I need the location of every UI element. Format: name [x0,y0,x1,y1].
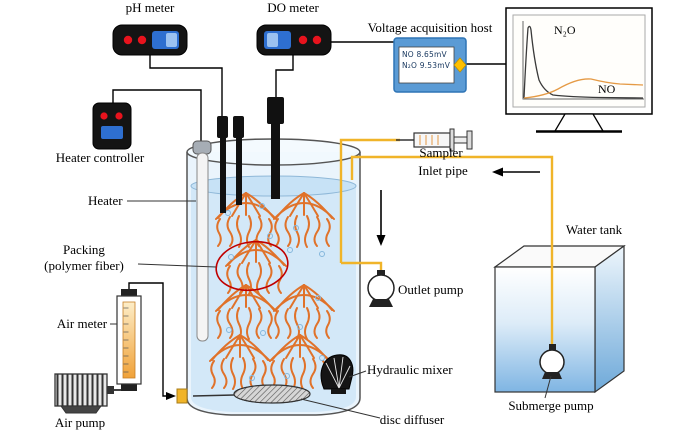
voltage-host-device [393,37,467,93]
heater-label: Heater [88,193,123,208]
heater-rod [192,140,212,342]
do-electrode [267,97,284,199]
sampler-syringe [396,128,473,152]
disc-diffuser [192,384,311,404]
host-no-reading: NO 8.65mV [402,50,447,59]
flow-arrows [166,167,540,400]
packing-label-line1: Packing [63,242,105,257]
chart-axes [522,21,644,100]
inlet-valve [176,388,188,404]
air-meter-label: Air meter [56,316,108,331]
inlet-pipe-label: Inlet pipe [418,163,468,178]
air-pump-label: Air pump [54,415,106,430]
heater-controller-label: Heater controller [55,150,145,165]
chart-no-label: NO [598,82,616,96]
packing-label-line2: (polymer fiber) [44,258,124,273]
air-meter [116,289,142,391]
do-meter-label: DO meter [267,0,319,15]
heater-controller-indicator-light [115,112,123,120]
signal-wires [112,41,506,145]
heater-controller-device [92,102,132,150]
tubing [339,138,554,348]
voltage-host-label: Voltage acquisition host [367,20,493,35]
ph-meter-indicator-light [137,35,147,45]
do-meter-indicator-light [312,35,322,45]
heater-controller-indicator-light [100,112,108,120]
reference-electrode [233,116,244,205]
do-meter-indicator-light [298,35,308,45]
ph-meter-indicator-light [123,35,133,45]
voltage-host-indicator-diamond [453,57,467,73]
hydraulic-mixer [320,354,354,394]
submerge-pump [539,344,565,379]
sampler-label: Sampler [419,145,463,160]
no-curve [523,78,644,99]
submerge-pump-label: Submerge pump [508,398,594,413]
ph-electrode [217,116,228,213]
heater-controller-screen [101,126,123,139]
do-meter-device [256,24,332,56]
pointer-lines [110,200,552,419]
outlet-pump-label: Outlet pump [398,282,464,297]
outlet-pump [367,270,395,307]
n2o-curve [523,25,644,99]
bubbles [225,203,325,381]
air-pump [54,373,114,414]
ph-meter-label: pH meter [125,0,175,15]
monitor [505,7,653,133]
water-tank [493,244,626,394]
packing-highlight-circle [215,240,289,292]
chart-n2o-label: N₂O [554,23,576,37]
monitor-screen [512,14,646,108]
monitor-stand [553,113,605,132]
host-n2o-reading: N₂O 9.53mV [402,61,451,70]
ph-meter-device [112,24,188,56]
hydraulic-mixer-label: Hydraulic mixer [367,362,453,377]
disc-diffuser-label: disc diffuser [379,412,445,427]
water-tank-label: Water tank [565,222,623,237]
